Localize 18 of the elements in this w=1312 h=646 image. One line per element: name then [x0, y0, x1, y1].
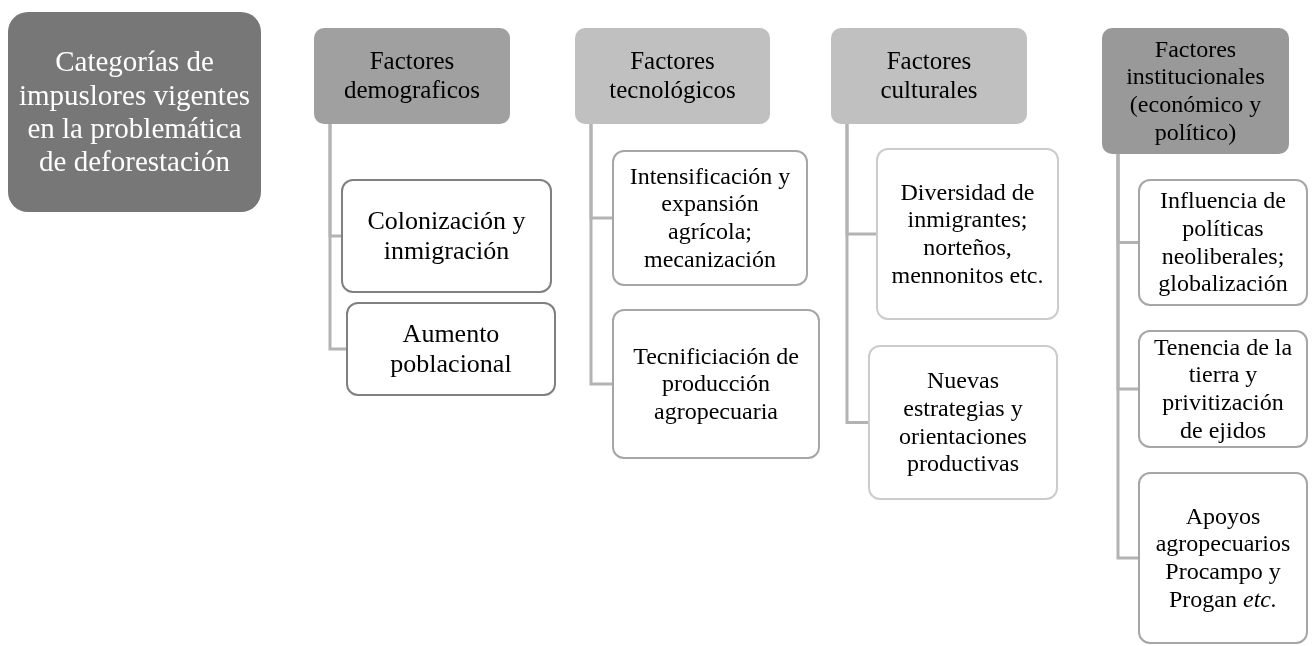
category-box: Factores institucionales (económico y político)	[1102, 28, 1289, 154]
factor-box: Tenencia de la tierra y privitización de ejidos	[1138, 330, 1308, 448]
connector-line	[1116, 154, 1138, 560]
connector-line	[328, 124, 346, 351]
factor-box: Influencia de políticas neoliberales; globalización	[1138, 179, 1308, 306]
factor-box: Aumento poblacional	[346, 302, 556, 396]
factor-box: Nuevas estrategias y orientaciones productivas	[868, 345, 1058, 500]
category-box: Factores tecnológicos	[575, 28, 770, 124]
factor-box: Apoyos agropecuarios Procampo y Progan etc.	[1138, 472, 1308, 644]
factor-box: Colonización y inmigración	[341, 179, 552, 293]
connector-line	[845, 124, 868, 424]
factor-box: Diversidad de inmigrantes; norteños, mennonitos etc.	[876, 148, 1059, 320]
title-box: Categorías de impuslores vigentes en la problemática de deforestación	[8, 12, 261, 212]
category-box: Factores demograficos	[314, 28, 510, 124]
factor-box: Intensificación y expansión agrícola; mecanización	[612, 150, 808, 286]
connector-line	[589, 124, 612, 386]
factor-box: Tecnificiación de producción agropecuaria	[612, 309, 820, 459]
category-box: Factores culturales	[831, 28, 1027, 124]
